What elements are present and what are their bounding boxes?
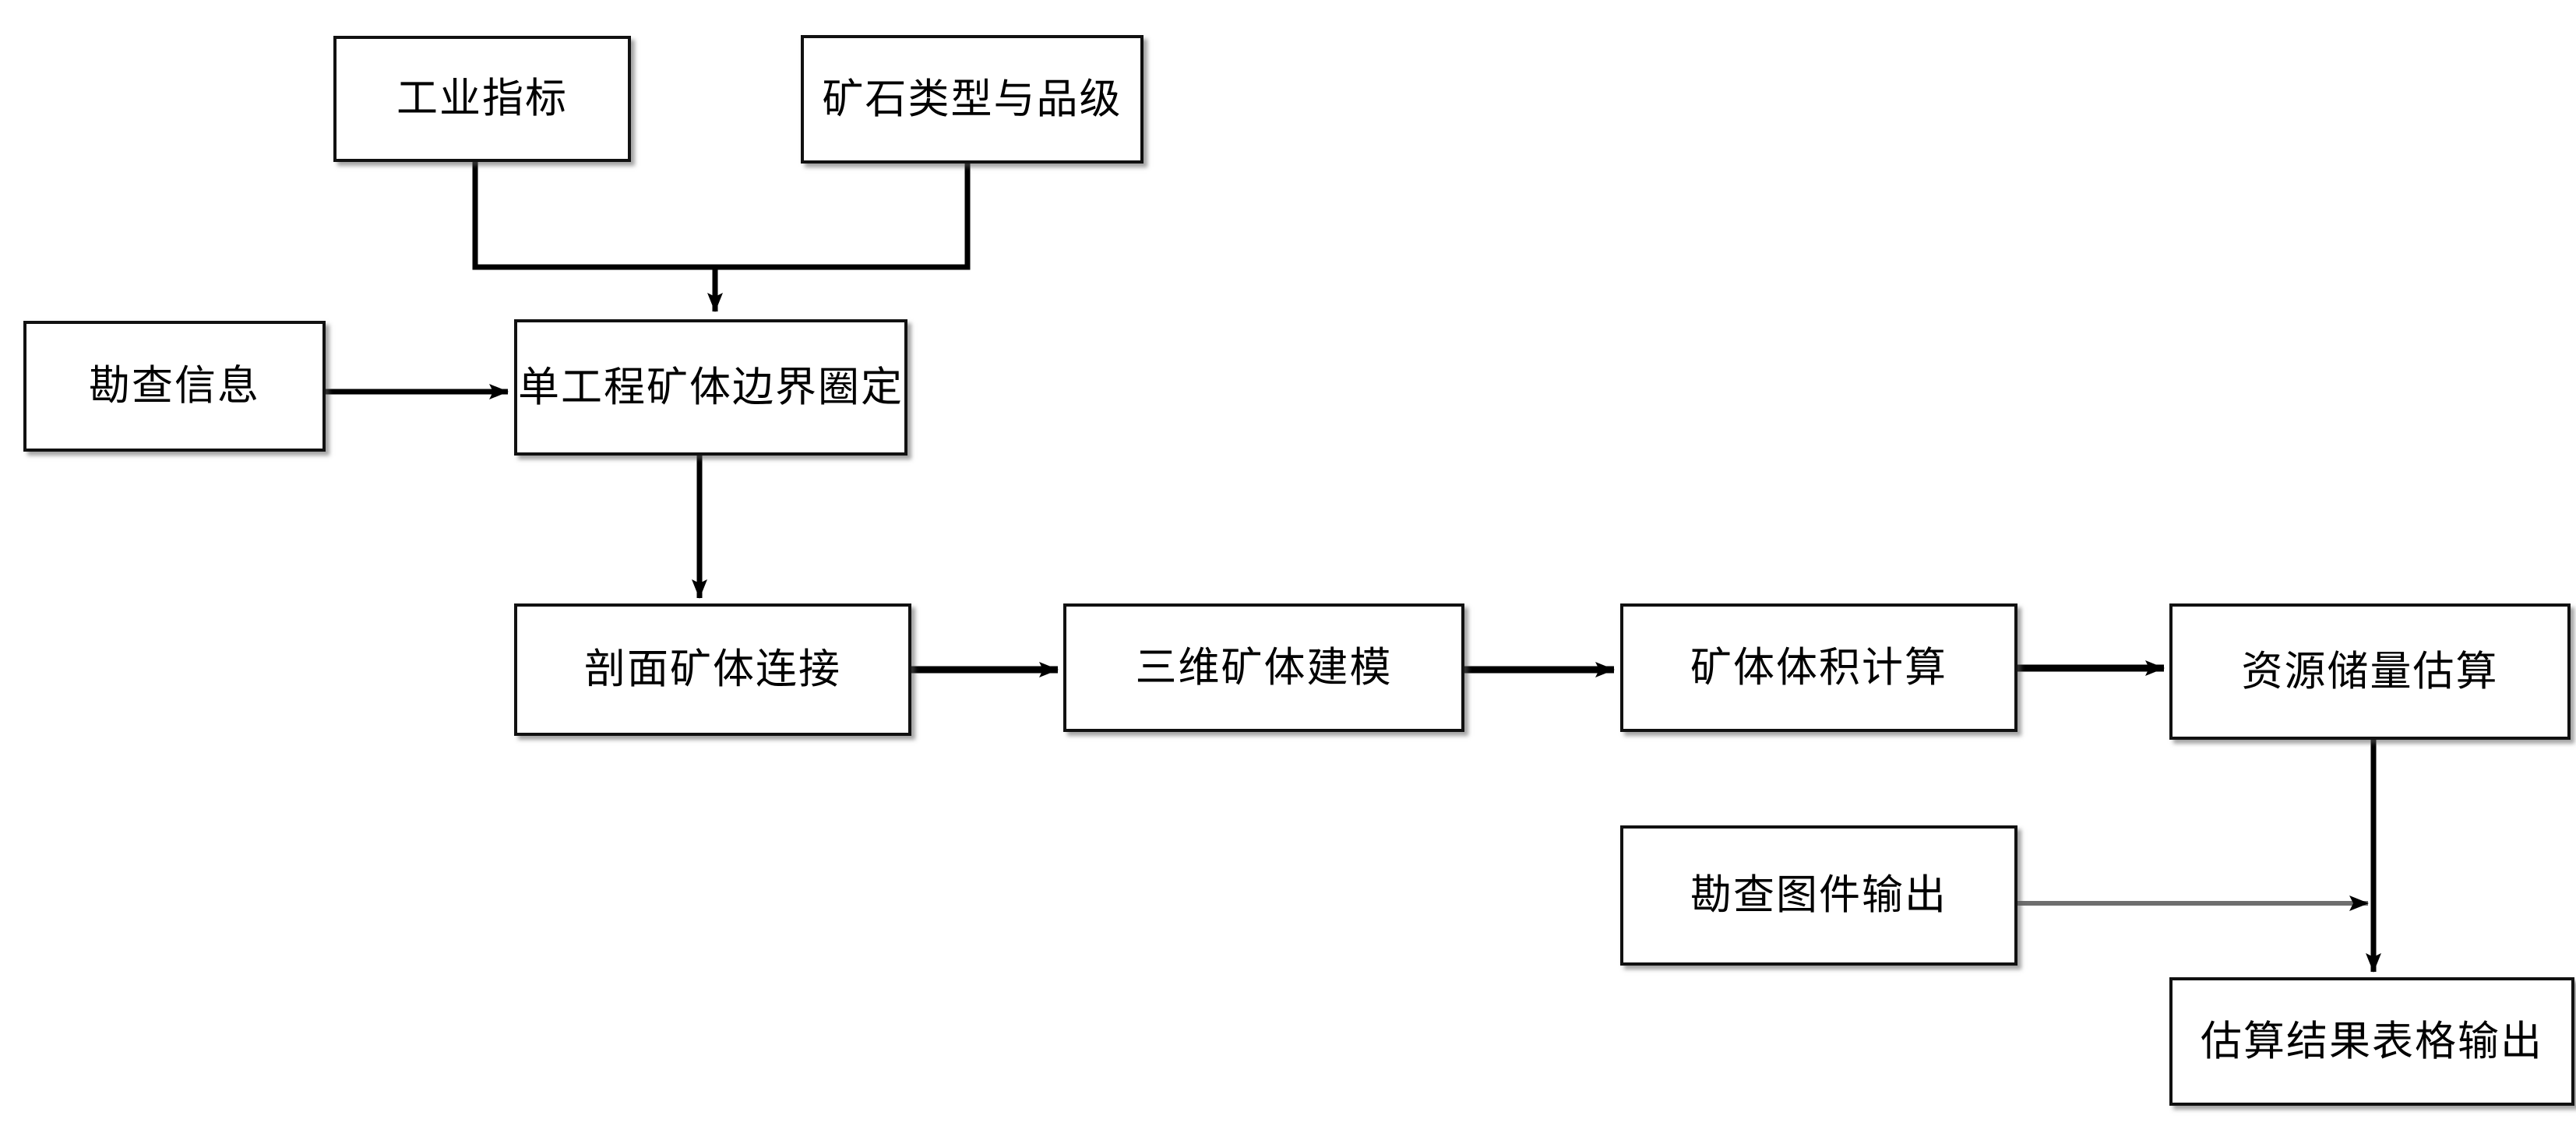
node-label: 资源储量估算 (2241, 647, 2499, 695)
node-label: 估算结果表格输出 (2201, 1017, 2543, 1065)
node-label: 三维矿体建模 (1135, 643, 1393, 691)
merge-connector-top (472, 162, 971, 312)
node-industrial-indicators[interactable]: 工业指标 (333, 36, 631, 162)
node-section-orebody-connection[interactable]: 剖面矿体连接 (514, 603, 911, 736)
node-single-engineering-orebody-boundary-delineation[interactable]: 单工程矿体边界圈定 (514, 319, 907, 456)
node-label: 勘查信息 (89, 362, 260, 410)
node-ore-type-and-grade[interactable]: 矿石类型与品级 (801, 35, 1144, 164)
node-resource-reserve-estimation[interactable]: 资源储量估算 (2169, 603, 2571, 740)
node-three-dimensional-orebody-modeling[interactable]: 三维矿体建模 (1063, 603, 1464, 732)
node-label: 工业指标 (396, 75, 568, 123)
node-exploration-drawing-output[interactable]: 勘查图件输出 (1620, 825, 2017, 966)
node-label: 勘查图件输出 (1690, 871, 1947, 920)
node-label: 矿石类型与品级 (822, 75, 1122, 123)
node-orebody-volume-calculation[interactable]: 矿体体积计算 (1620, 603, 2017, 732)
node-exploration-information[interactable]: 勘查信息 (23, 321, 326, 452)
node-label: 单工程矿体边界圈定 (518, 363, 904, 411)
node-estimation-result-table-output[interactable]: 估算结果表格输出 (2169, 977, 2574, 1106)
node-label: 矿体体积计算 (1690, 643, 1947, 691)
node-label: 剖面矿体连接 (584, 646, 841, 694)
